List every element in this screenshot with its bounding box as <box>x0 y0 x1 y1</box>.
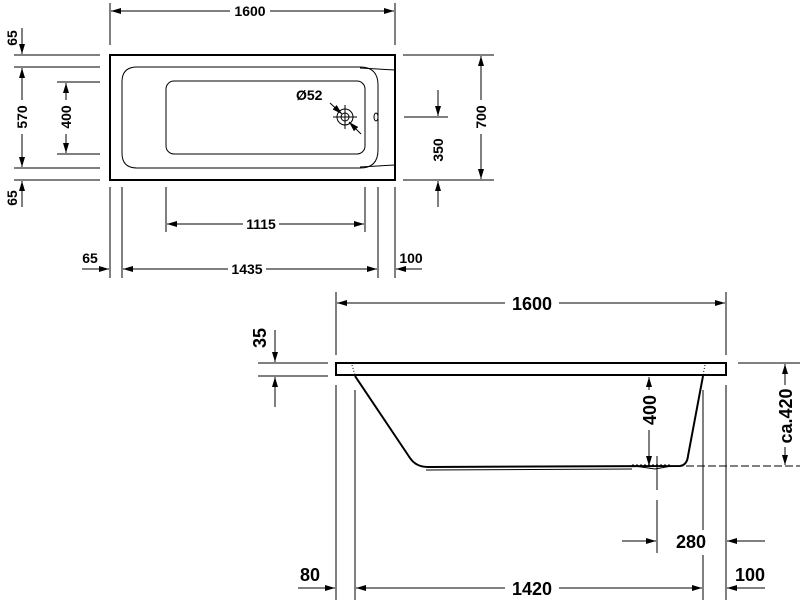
tub-body-side <box>354 375 704 469</box>
dim-left-offset: 80 <box>300 565 320 585</box>
dim-rim-top: 65 <box>4 30 20 46</box>
dim-length-top: 1600 <box>234 3 265 19</box>
dim-right-offset: 100 <box>735 565 765 585</box>
drain-icon <box>333 105 357 129</box>
dim-rim-left: 65 <box>82 250 98 266</box>
dim-drain-offset-width: 350 <box>430 138 446 162</box>
dim-depth: 400 <box>640 395 660 425</box>
dim-inner-width: 570 <box>14 105 30 129</box>
tub-outline-top <box>109 54 396 181</box>
side-view: 1600 35 400 ca.420 280 80 1420 100 <box>250 292 800 600</box>
dim-height: ca.420 <box>776 388 796 443</box>
dim-floor-width: 400 <box>58 105 74 129</box>
overflow-icon <box>373 112 379 122</box>
dim-drain-offset-length: 280 <box>676 532 706 552</box>
tub-floor-outline <box>165 80 366 155</box>
tub-basin-outline <box>121 66 379 169</box>
dim-rim-right: 100 <box>399 250 423 266</box>
dim-floor-length: 1115 <box>246 216 276 232</box>
dim-inner-length: 1435 <box>231 261 262 277</box>
drain-diameter-label: Ø52 <box>296 87 323 103</box>
rim-slope-lines <box>359 67 396 168</box>
tub-rim-side <box>335 362 727 376</box>
dim-overall-width: 700 <box>473 105 489 129</box>
dim-base-length: 1420 <box>512 579 552 599</box>
top-view: Ø52 1600 65 65 570 400 700 350 1115 <box>4 3 494 278</box>
dim-rim-thickness: 35 <box>250 328 270 348</box>
dim-length-side: 1600 <box>512 294 552 314</box>
dim-rim-bottom: 65 <box>4 190 20 206</box>
